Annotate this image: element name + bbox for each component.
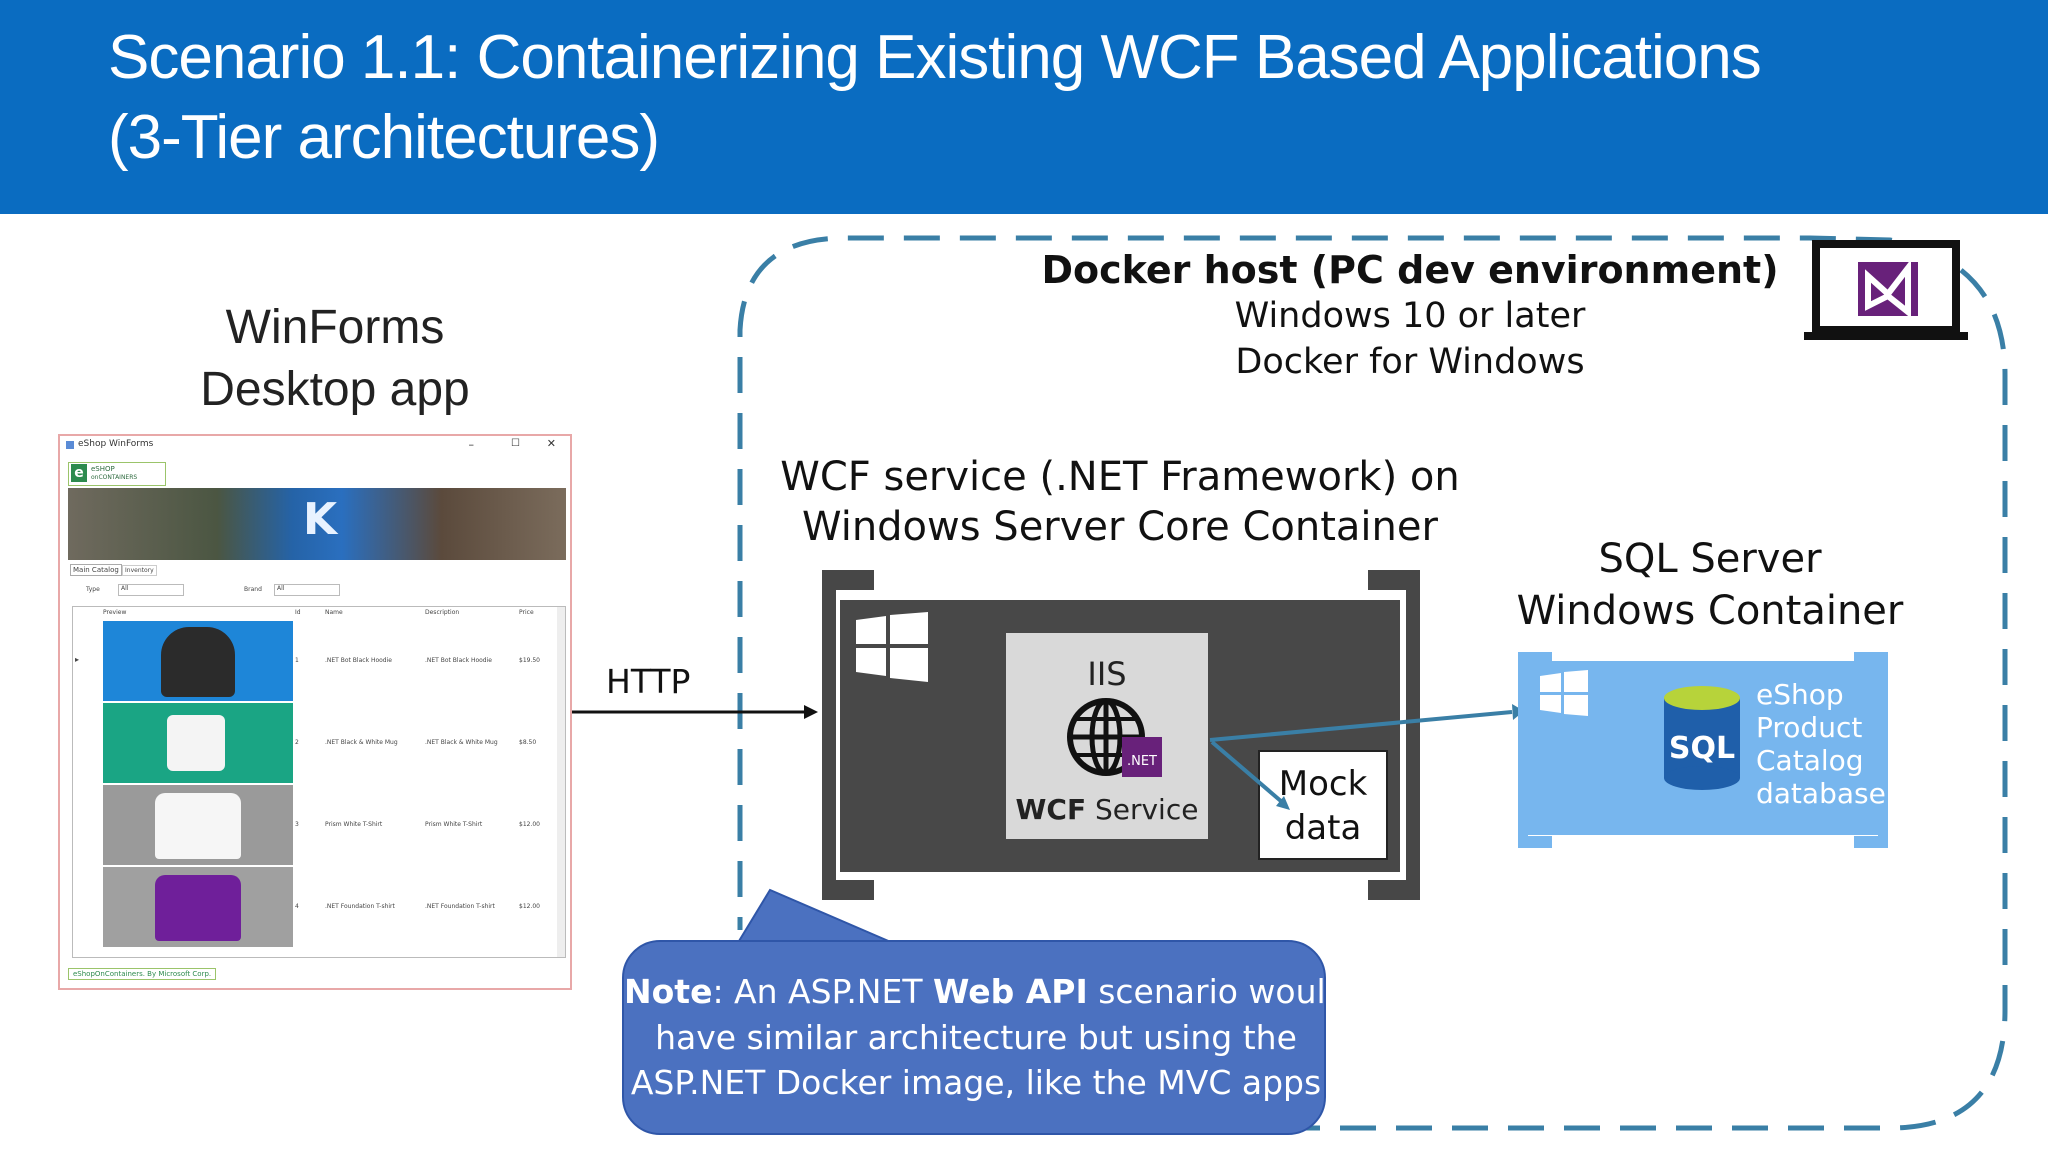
mug-image	[167, 715, 225, 771]
winforms-label-line2: Desktop app	[200, 363, 470, 416]
hoodie-image	[161, 627, 235, 697]
docker-host-title: Docker host (PC dev environment)	[1041, 248, 1779, 292]
sql-database-icon: SQL	[1664, 686, 1740, 790]
tshirt-purple-image	[155, 875, 241, 941]
column-header-description: Description	[425, 609, 460, 616]
table-row[interactable]	[103, 867, 293, 947]
eshop-logo: e eSHOP onCONTAINERS	[68, 462, 166, 486]
database-label: eShop Product Catalog database	[1756, 678, 1886, 810]
winforms-banner-image: K	[68, 488, 566, 560]
docker-host-line1: Windows 10 or later	[1234, 296, 1586, 336]
windows-logo-icon	[856, 612, 928, 682]
slide-title-line1: Scenario 1.1: Containerizing Existing WC…	[108, 23, 1762, 92]
catalog-grid: Preview Id Name Description Price ▸ 1 .N…	[72, 606, 566, 958]
sql-server-label-line2: Windows Container	[1516, 588, 1904, 634]
arrow-to-sql	[1209, 710, 1513, 742]
filter-brand-select[interactable]: All	[274, 584, 340, 596]
tab-inventory[interactable]: Inventory	[122, 565, 157, 576]
wcf-service-label-line2: Windows Server Core Container	[802, 504, 1438, 550]
arrow-to-mock	[1210, 740, 1284, 804]
note-bubble-pointer	[734, 888, 901, 947]
note-bubble: Note: An ASP.NET Web API scenario would …	[622, 940, 1347, 1135]
container-bracket-bottom-left	[822, 880, 874, 900]
tshirt-white-image	[155, 793, 241, 859]
note-line1: Note: An ASP.NET Web API scenario would	[624, 972, 1347, 1011]
mock-data-line2: data	[1284, 808, 1362, 848]
http-label: HTTP	[606, 662, 691, 701]
globe-icon: .NET	[1067, 698, 1162, 777]
sql-bracket-left	[1518, 652, 1528, 848]
container-bracket-bottom-right	[1368, 880, 1420, 900]
slide-header: Scenario 1.1: Containerizing Existing WC…	[0, 0, 2048, 214]
visual-studio-laptop-icon	[1804, 240, 1968, 340]
app-footer: eShopOnContainers. By Microsoft Corp.	[68, 968, 217, 980]
filter-type-select[interactable]: All	[118, 584, 184, 596]
close-icon[interactable]: ✕	[546, 437, 556, 450]
container-bracket-right	[1406, 570, 1420, 900]
sql-icon-text: SQL	[1669, 731, 1735, 766]
sql-server-label-line1: SQL Server	[1598, 536, 1822, 582]
table-row[interactable]	[103, 621, 293, 701]
iis-box: IIS .NET WCF Service	[1006, 633, 1208, 839]
row-selector-icon: ▸	[75, 655, 80, 664]
maximize-icon[interactable]: ☐	[511, 438, 520, 449]
sql-windows-logo-icon	[1540, 670, 1588, 716]
wcf-service-label-line1: WCF service (.NET Framework) on	[780, 454, 1460, 500]
sql-bracket-right	[1878, 652, 1888, 848]
table-row[interactable]	[103, 785, 293, 865]
bot-logo-icon: K	[303, 494, 338, 545]
sql-bracket-bottom-right	[1854, 836, 1888, 848]
minimize-icon[interactable]: –	[468, 438, 475, 451]
column-header-name: Name	[325, 609, 343, 616]
tab-main-catalog[interactable]: Main Catalog	[70, 564, 122, 576]
mock-data-line1: Mock	[1278, 764, 1368, 804]
winforms-titlebar: eShop WinForms – ☐ ✕	[60, 436, 570, 458]
window-title: eShop WinForms	[78, 439, 154, 449]
note-line3: ASP.NET Docker image, like the MVC apps	[630, 1063, 1322, 1102]
container-bracket-left	[822, 570, 836, 900]
table-row[interactable]	[103, 703, 293, 783]
app-icon	[66, 441, 74, 449]
sql-bracket-bottom-left	[1518, 836, 1552, 848]
column-header-preview: Preview	[103, 609, 127, 616]
dotnet-badge-icon	[1122, 737, 1162, 777]
column-header-id: Id	[295, 609, 301, 616]
filter-type-label: Type	[86, 586, 100, 593]
wcf-service-name: WCF Service	[1015, 793, 1199, 826]
column-header-price: Price	[519, 609, 534, 616]
note-line2: have similar architecture but using the	[655, 1018, 1297, 1057]
filter-brand-label: Brand	[244, 586, 262, 593]
docker-host-line2: Docker for Windows	[1235, 342, 1585, 382]
grid-scrollbar[interactable]	[557, 607, 565, 957]
winforms-app-screenshot: eShop WinForms – ☐ ✕ e eSHOP onCONTAINER…	[58, 434, 572, 990]
slide-title-line2: (3-Tier architectures)	[108, 103, 660, 172]
http-arrow	[572, 705, 818, 719]
winforms-label-line1: WinForms	[225, 301, 445, 354]
iis-label: IIS	[1087, 655, 1127, 693]
dotnet-badge-text: .NET	[1127, 754, 1157, 769]
